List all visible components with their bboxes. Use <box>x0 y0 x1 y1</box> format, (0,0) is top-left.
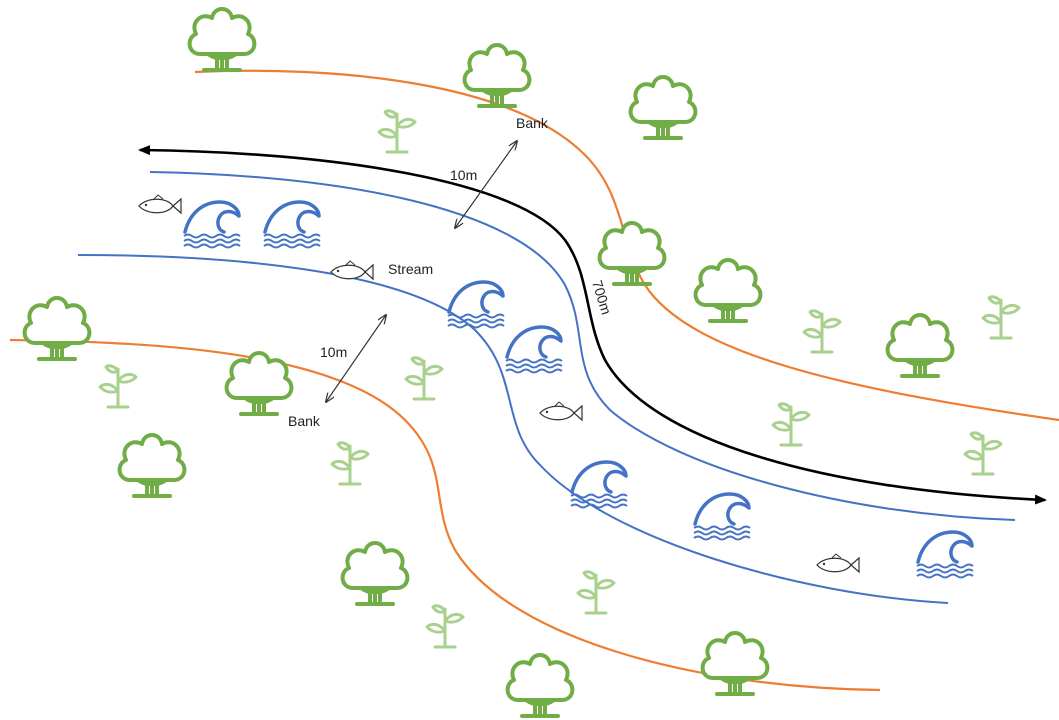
bank-label-bottom: Bank <box>288 413 321 429</box>
width-arrow-top <box>455 141 517 228</box>
sprout-icon <box>98 364 138 409</box>
wave-icon <box>915 530 975 580</box>
fish-icon <box>816 553 860 573</box>
fish-icon <box>330 260 374 280</box>
sprout-icon <box>425 604 465 649</box>
tree-icon <box>117 433 187 498</box>
wave-icon <box>504 325 564 375</box>
stream-edge-bottom <box>77 254 949 604</box>
tree-icon <box>187 7 257 72</box>
fish-icon <box>138 194 182 214</box>
wave-icon <box>446 280 506 330</box>
wave-icon <box>569 460 629 510</box>
wave-icon <box>262 200 322 250</box>
sprout-icon <box>963 431 1003 476</box>
tree-icon <box>597 221 667 286</box>
sprout-icon <box>330 441 370 486</box>
bank-label-top: Bank <box>516 115 549 131</box>
sprout-icon <box>771 402 811 447</box>
width-label-bottom: 10m <box>320 344 347 360</box>
sprout-icon <box>576 570 616 615</box>
stream-label: Stream <box>388 261 433 277</box>
tree-icon <box>700 631 770 696</box>
wave-icon <box>182 200 242 250</box>
stream-edge-top <box>149 171 1016 521</box>
sprout-icon <box>377 109 417 154</box>
tree-icon <box>224 351 294 416</box>
width-label-top: 10m <box>450 167 477 183</box>
sprout-icon <box>802 309 842 354</box>
fish-icon <box>539 401 583 421</box>
tree-icon <box>340 541 410 606</box>
length-label: 700m <box>589 278 615 316</box>
tree-icon <box>885 313 955 378</box>
width-arrow-bottom <box>326 315 386 402</box>
tree-icon <box>628 75 698 140</box>
length-arrow <box>138 145 1047 505</box>
tree-icon <box>505 653 575 718</box>
sprout-icon <box>404 356 444 401</box>
tree-icon <box>693 258 763 323</box>
wave-icon <box>692 492 752 542</box>
sprout-icon <box>981 295 1021 340</box>
tree-icon <box>22 296 92 361</box>
